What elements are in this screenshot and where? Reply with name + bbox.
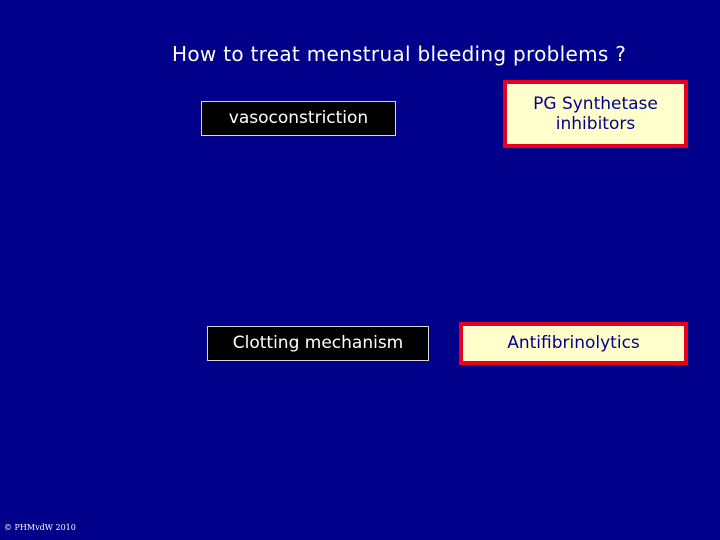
- mechanism-box-clotting: Clotting mechanism: [207, 326, 429, 361]
- mechanism-label-clotting: Clotting mechanism: [232, 333, 404, 354]
- treatment-box-antifibrinolytics: Antifibrinolytics: [459, 322, 688, 365]
- mechanism-label-vasoconstriction: vasoconstriction: [228, 108, 369, 129]
- copyright-footer: © PHMvdW 2010: [4, 523, 76, 532]
- treatment-label-antifibrinolytics: Antifibrinolytics: [507, 333, 640, 354]
- treatment-box-pg-synthetase-inhibitors: PG Synthetase inhibitors: [503, 80, 688, 148]
- mechanism-box-vasoconstriction: vasoconstriction: [201, 101, 396, 136]
- treatment-label-pg-synthetase-inhibitors: PG Synthetase inhibitors: [533, 93, 658, 134]
- slide-title: How to treat menstrual bleeding problems…: [172, 42, 627, 66]
